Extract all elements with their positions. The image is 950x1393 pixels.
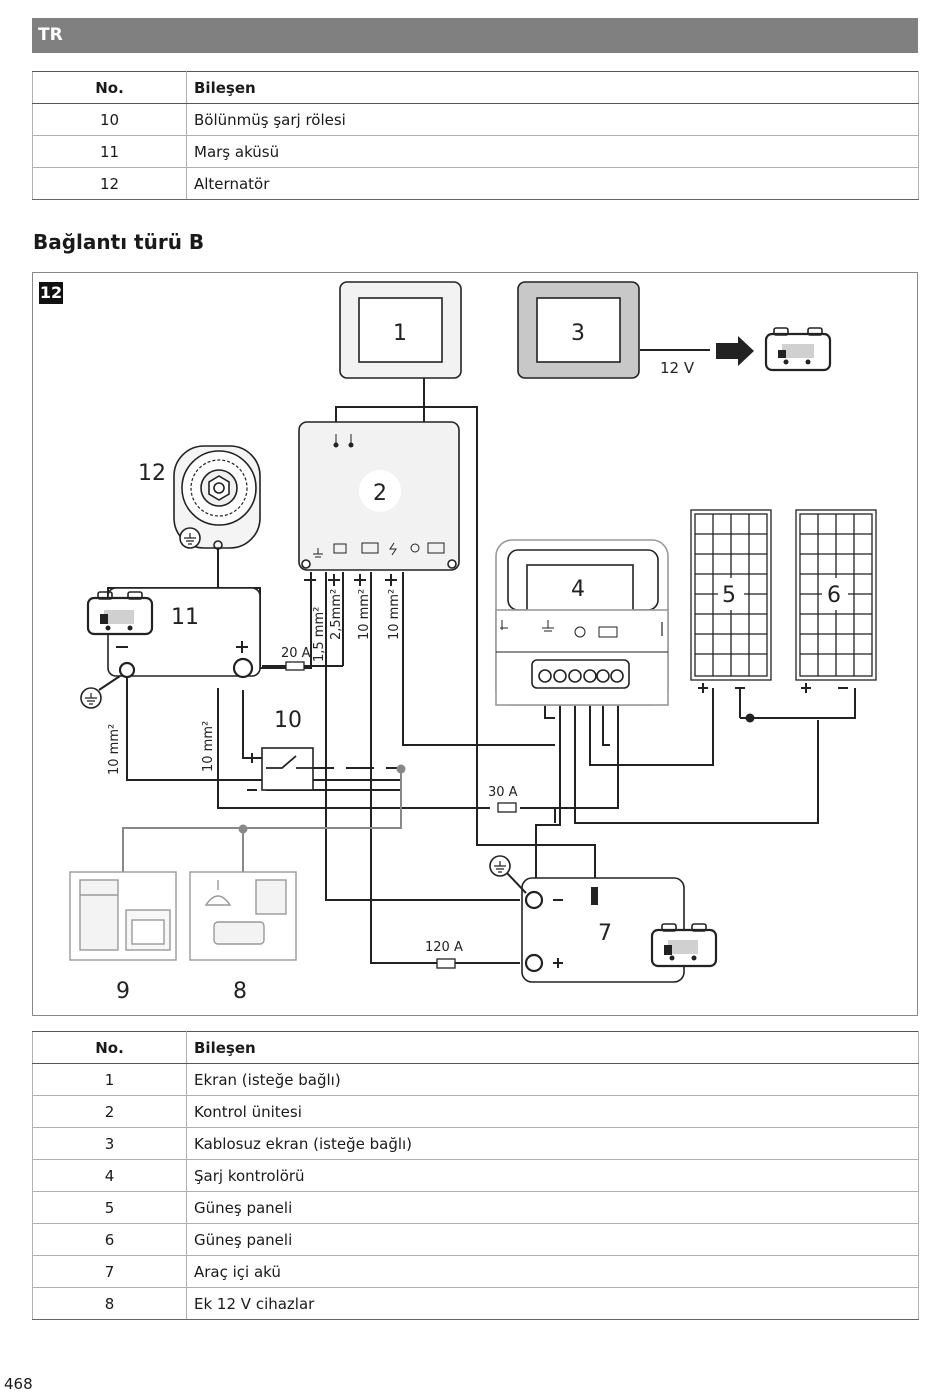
label-1: 1: [393, 321, 407, 346]
figure-number-badge: 12: [39, 282, 63, 304]
table-header-row: No. Bileşen: [32, 1031, 919, 1064]
split-relay-10: [261, 747, 314, 791]
fuse-120a: [436, 958, 456, 969]
table-row: 7 Araç içi akü: [32, 1255, 919, 1288]
charge-controller-4: [495, 539, 669, 706]
col-no-header: No.: [32, 1031, 187, 1064]
component-labels: 1 3 2 4 5 6 7 8 9 10 11 12: [116, 321, 841, 1004]
label-9: 9: [116, 979, 130, 1004]
language-bar: TR: [32, 18, 918, 53]
label-7: 7: [598, 921, 612, 946]
fuse-30a-label: 30 A: [488, 785, 518, 800]
display-3: [517, 281, 640, 379]
cable-labels: 1,5 mm² 2,5mm² 10 mm² 10 mm² 10 mm² 10 m…: [107, 589, 402, 775]
device-feed-lines: [122, 770, 402, 872]
label-12: 12: [138, 461, 166, 486]
table-row: 10 Bölünmüş şarj rölesi: [32, 103, 919, 136]
devices-8: [189, 871, 297, 961]
row-component: Araç içi akü: [186, 1255, 919, 1288]
label-6: 6: [827, 583, 841, 608]
page-number: 468: [4, 1375, 33, 1393]
component-table-top: No. Bileşen 10 Bölünmüş şarj rölesi 11 M…: [32, 71, 919, 200]
row-component: Güneş paneli: [186, 1191, 919, 1224]
row-no: 1: [32, 1063, 187, 1096]
label-10: 10: [274, 708, 302, 733]
control-unit-2: [298, 421, 460, 571]
solar-panel-6: [795, 509, 877, 681]
label-8: 8: [233, 979, 247, 1004]
row-no: 5: [32, 1191, 187, 1224]
table-row: 11 Marş aküsü: [32, 135, 919, 168]
row-component: Alternatör: [186, 167, 919, 200]
row-no: 6: [32, 1223, 187, 1256]
row-no: 8: [32, 1287, 187, 1320]
cable-label: 10 mm²: [357, 589, 372, 640]
row-component: Güneş paneli: [186, 1223, 919, 1256]
label-3: 3: [571, 321, 585, 346]
polarity-marks: [116, 574, 848, 968]
vehicle-battery-7: [489, 855, 718, 983]
fuse-120a-label: 120 A: [425, 940, 463, 955]
cable-label: 1,5 mm²: [312, 607, 327, 662]
row-component: Ek 12 V cihazlar: [186, 1287, 919, 1320]
appliances-9: [69, 871, 177, 961]
cable-label: 10 mm²: [107, 724, 122, 775]
starter-battery-11: [80, 587, 261, 709]
terminal-symbols: [313, 542, 445, 558]
col-component-header: Bileşen: [186, 1031, 919, 1064]
row-no: 4: [32, 1159, 187, 1192]
component-table-bottom: No. Bileşen 1 Ekran (isteğe bağlı) 2 Kon…: [32, 1031, 919, 1320]
label-4: 4: [571, 577, 585, 602]
fuse-30a: [497, 802, 517, 813]
arrow-icon: [716, 336, 754, 366]
sensor-icons: [333, 434, 354, 448]
row-no: 7: [32, 1255, 187, 1288]
table-row: 1 Ekran (isteğe bağlı): [32, 1063, 919, 1096]
row-component: Marş aküsü: [186, 135, 919, 168]
col-component-header: Bileşen: [186, 71, 919, 104]
cable-label: 10 mm²: [201, 721, 216, 772]
section-title: Bağlantı türü B: [33, 230, 205, 254]
table-row: 6 Güneş paneli: [32, 1223, 919, 1256]
row-no: 2: [32, 1095, 187, 1128]
fuse-20a: [285, 661, 305, 671]
cable-label: 2,5mm²: [329, 589, 344, 640]
row-component: Bölünmüş şarj rölesi: [186, 103, 919, 136]
solar-panel-5: [690, 509, 772, 681]
label-11: 11: [171, 605, 199, 630]
alternator-12: [173, 445, 261, 550]
row-component: Şarj kontrolörü: [186, 1159, 919, 1192]
row-no: 3: [32, 1127, 187, 1160]
table-row: 12 Alternatör: [32, 167, 919, 200]
fuse-20a-label: 20 A: [281, 646, 311, 661]
label-5: 5: [722, 583, 736, 608]
fuses: [285, 661, 517, 969]
table-row: 5 Güneş paneli: [32, 1191, 919, 1224]
voltage-label: 12 V: [660, 359, 695, 377]
wiring-diagram-frame: [32, 272, 918, 1016]
row-component: Kablosuz ekran (isteğe bağlı): [186, 1127, 919, 1160]
table-row: 8 Ek 12 V cihazlar: [32, 1287, 919, 1320]
row-no: 12: [32, 167, 187, 200]
value-labels: 12 V 20 A 30 A 120 A: [281, 359, 695, 955]
table-row: 2 Kontrol ünitesi: [32, 1095, 919, 1128]
language-code: TR: [38, 25, 63, 45]
display-1: [339, 281, 462, 379]
rv-battery-icon: [764, 327, 832, 372]
table-row: 4 Şarj kontrolörü: [32, 1159, 919, 1192]
table-row: 3 Kablosuz ekran (isteğe bağlı): [32, 1127, 919, 1160]
cable-label: 10 mm²: [387, 589, 402, 640]
table-header-row: No. Bileşen: [32, 71, 919, 104]
row-component: Ekran (isteğe bağlı): [186, 1063, 919, 1096]
row-component: Kontrol ünitesi: [186, 1095, 919, 1128]
label-2: 2: [373, 481, 387, 506]
